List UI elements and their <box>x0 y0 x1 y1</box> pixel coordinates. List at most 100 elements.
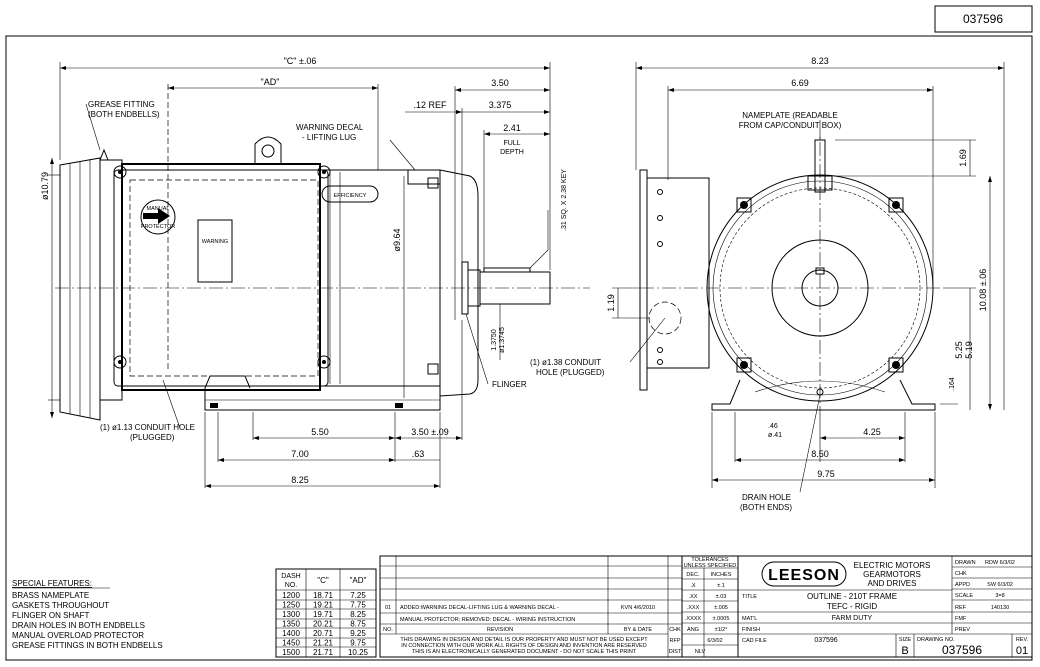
dash-table-cell: 1500 <box>282 648 300 657</box>
logo-text: LEESON <box>768 567 840 584</box>
efficiency-text: EFFICIENCY <box>334 193 367 199</box>
arrow-icon <box>143 208 170 224</box>
nameplate-label-2: FROM CAP/CONDUIT BOX) <box>739 121 842 130</box>
tolerance-block: TOLERANCES UNLESS SPECIFIED DEC. INCHES … <box>669 555 739 658</box>
dist-value: NLV <box>695 649 706 655</box>
manual-text: MANUAL <box>147 206 170 212</box>
front-endbell <box>439 169 479 397</box>
tol-dec-val: .XXX <box>687 605 700 611</box>
leeson-logo <box>761 561 847 587</box>
end-dimensions: 8.23 6.69 1.69 10.08 ±.06 5.25 5.19 .164… <box>530 56 1005 512</box>
feature-item: BRASS NAMEPLATE <box>12 591 89 600</box>
rfp-label: RFP <box>670 638 681 644</box>
features-title: SPECIAL FEATURES: <box>12 579 92 588</box>
dash-table-cell: 1350 <box>282 620 300 629</box>
dim-350b: 3.50 ±.09 <box>411 427 448 437</box>
tol-inches: INCHES <box>711 572 732 578</box>
special-features: SPECIAL FEATURES: BRASS NAMEPLATE GASKET… <box>12 579 163 650</box>
tol-dec-val: .X <box>690 583 696 589</box>
revision-text-1: ADDED:WARNING DECAL-LIFTING LUG & WARNIN… <box>400 605 559 611</box>
title-block: LEESON ELECTRIC MOTORS GEARMOTORS AND DR… <box>737 555 1033 658</box>
prev-label: PREV <box>955 627 970 633</box>
dim-823: 8.23 <box>811 56 829 66</box>
shaft-end <box>801 269 839 307</box>
scale-label: SCALE <box>955 593 973 599</box>
rfp-value: 6/3/02 <box>707 638 722 644</box>
dash-table-cell: 7.75 <box>350 601 366 610</box>
conduit-box <box>646 177 710 369</box>
dim-241: 2.41 <box>503 123 521 133</box>
sheet-border <box>5 35 1033 661</box>
dim-169: 1.69 <box>958 149 968 167</box>
rev-value: 01 <box>1016 645 1028 657</box>
stator-housing <box>121 163 321 391</box>
dash-table-cell: 1200 <box>282 591 300 600</box>
dash-table-cell: 10.25 <box>348 648 369 657</box>
notice-2: IN CONNECTION WITH OUR WORK ALL RIGHTS O… <box>401 643 646 649</box>
tol-dec: DEC. <box>686 572 700 578</box>
dim-825: 8.25 <box>291 475 309 485</box>
warning-decal-lug <box>407 169 441 185</box>
dash-table-cell: 9.75 <box>350 639 366 648</box>
nameplate-label-1: NAMEPLATE (READABLE <box>742 111 837 120</box>
dim-669: 6.69 <box>791 78 809 88</box>
scale-value: 3=8 <box>995 593 1004 599</box>
conduit-right-2: HOLE (PLUGGED) <box>536 368 605 377</box>
cad-value: 037596 <box>814 637 837 644</box>
feature-item: GREASE FITTINGS IN BOTH ENDBELLS <box>12 641 163 650</box>
dim-13750: 1.3750 <box>491 329 498 351</box>
end-feet <box>711 379 936 411</box>
matl-label: MAT'L <box>742 616 757 622</box>
dist-label: DIST <box>669 649 682 655</box>
warning-decal <box>197 219 233 283</box>
grease-fitting-2: (BOTH ENDBELLS) <box>88 110 160 119</box>
dim-519: 5.19 <box>964 341 974 359</box>
conduit-left-1: (1) ø1.13 CONDUIT HOLE <box>100 423 195 432</box>
bolt-bosses <box>736 197 904 373</box>
tol-val: ±.03 <box>716 594 727 600</box>
end-view <box>639 120 945 420</box>
dim-700: 7.00 <box>291 449 309 459</box>
finish-label: FINISH <box>742 627 760 633</box>
chk-label: CHK <box>955 571 967 577</box>
dim-350: 3.50 <box>491 78 509 88</box>
manual-protector <box>140 199 176 235</box>
key-label: .31 SQ. X 2.38 KEY <box>561 169 568 231</box>
revision-text-2: MANUAL PROTECTOR; REMOVED: DECAL - WIRIN… <box>400 617 575 623</box>
grease-fitting-icon <box>99 148 109 161</box>
feature-item: FLINGER ON SHAFT <box>12 611 89 620</box>
dash-table-cell: 1250 <box>282 601 300 610</box>
feature-item: DRAIN HOLES IN BOTH ENDBELLS <box>12 621 145 630</box>
title-label: TITLE <box>742 594 757 600</box>
fmf-label: FMF <box>955 616 967 622</box>
c-header: "C" <box>317 576 329 585</box>
size-label: SIZE <box>899 637 912 643</box>
dim-525: 5.25 <box>954 341 964 359</box>
tol-dec-val: .XX <box>689 594 698 600</box>
drawing-number-box <box>934 5 1033 33</box>
dash-table-cell: 21.21 <box>313 639 334 648</box>
dim-46: .46 <box>768 423 778 430</box>
dim-13745: ø1.3745 <box>499 327 506 353</box>
appd-value: SW 6/3/02 <box>987 582 1013 588</box>
notice-1: THIS DRAWING IN DESIGN AND DETAIL IS OUR… <box>400 637 648 643</box>
side-dimensions: "C" ±.06 "AD" 3.50 .12 REF 3.375 2.41 FU… <box>40 56 568 488</box>
cad-label: CAD FILE <box>742 638 767 644</box>
drawing-no-value: 037596 <box>942 643 982 657</box>
matl-value: FARM DUTY <box>832 615 873 622</box>
conduit-left-2: (PLUGGED) <box>130 433 175 442</box>
dash-table-cell: 1400 <box>282 629 300 638</box>
dim-550: 5.50 <box>311 427 329 437</box>
dim-41: ø.41 <box>768 432 782 439</box>
ref-label: REF <box>955 605 967 611</box>
tol-ang-val: ±1/2° <box>715 627 728 633</box>
mounting-base <box>204 388 441 411</box>
notice-3: THIS IS AN ELECTRONICALLY GENERATED DOCU… <box>412 649 637 655</box>
dash-table-cell: 19.71 <box>313 610 334 619</box>
full-depth-2: DEPTH <box>500 149 524 156</box>
dim-c: "C" ±.06 <box>284 56 317 66</box>
dash-table-cell: 8.75 <box>350 620 366 629</box>
feature-item: MANUAL OVERLOAD PROTECTOR <box>12 631 144 640</box>
